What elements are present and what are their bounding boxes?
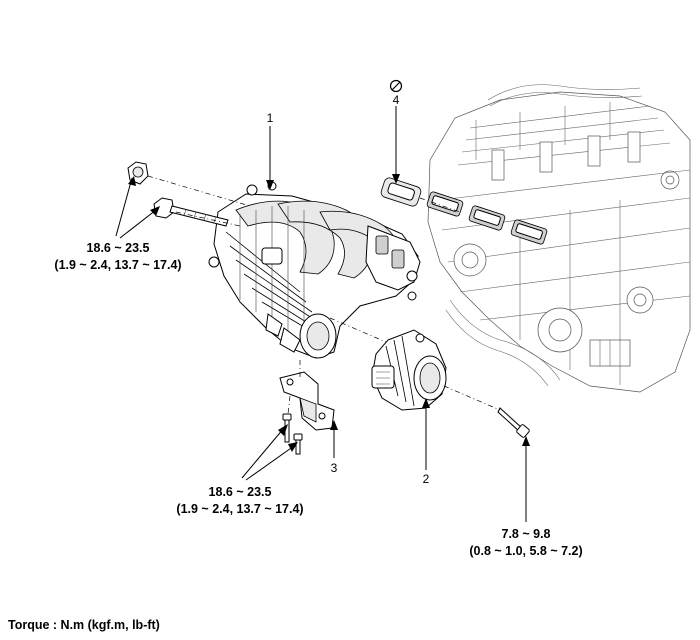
callout-part-2: 2 <box>423 472 430 486</box>
engine-block <box>426 84 691 393</box>
intake-manifold <box>208 181 421 359</box>
alignment-lines <box>147 175 501 415</box>
no-reuse-icon <box>389 79 403 93</box>
torque-throttle-alt: (0.8 ~ 1.0, 5.8 ~ 7.2) <box>469 544 582 558</box>
manifold-support-bracket <box>279 371 335 431</box>
torque-units-note: Torque : N.m (kgf.m, lb-ft) <box>8 618 160 632</box>
torque-bracket-alt: (1.9 ~ 2.4, 13.7 ~ 17.4) <box>176 502 303 516</box>
throttle-body <box>371 329 447 411</box>
intake-ports <box>426 191 548 245</box>
torque-bracket-value: 18.6 ~ 23.5 <box>209 485 272 499</box>
intake-manifold-gasket <box>380 177 422 207</box>
torque-throttle-value: 7.8 ~ 9.8 <box>502 527 551 541</box>
callout-part-3: 3 <box>331 461 338 475</box>
callout-part-1: 1 <box>267 111 274 125</box>
torque-manifold-value: 18.6 ~ 23.5 <box>87 241 150 255</box>
manifold-stud-bolt <box>153 197 229 227</box>
throttle-body-bolt <box>497 407 530 438</box>
bracket-bolt-lower <box>293 433 303 455</box>
callout-part-4: 4 <box>393 93 400 107</box>
torque-manifold-alt: (1.9 ~ 2.4, 13.7 ~ 17.4) <box>54 258 181 272</box>
leader-lines <box>115 106 530 522</box>
